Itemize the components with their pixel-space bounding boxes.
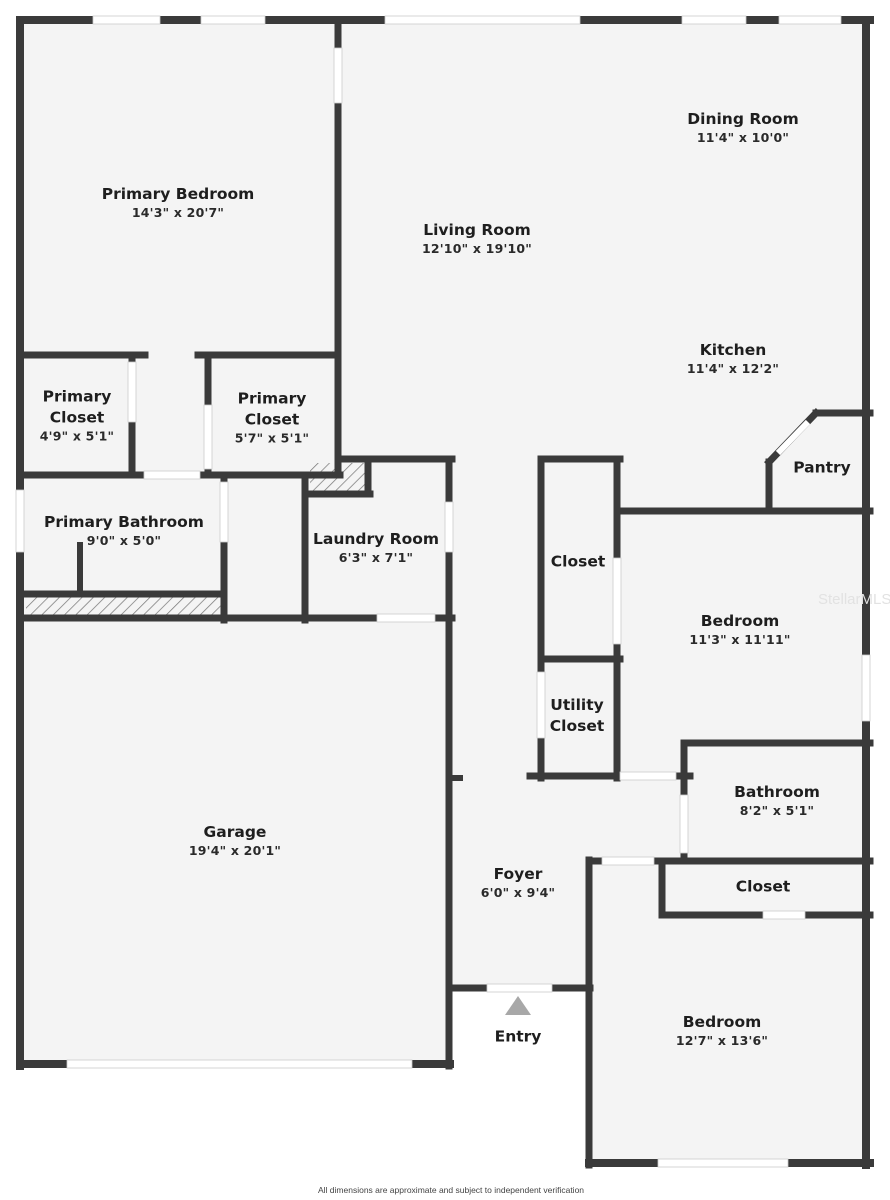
- room-dimensions: 11'3" x 11'11": [689, 632, 791, 647]
- room-name: Utility Closet: [549, 696, 605, 735]
- room-garage: Garage 19'4" x 20'1": [189, 822, 281, 858]
- room-bathroom: Bathroom 8'2" x 5'1": [734, 782, 820, 818]
- room-dining-room: Dining Room 11'4" x 10'0": [687, 109, 798, 145]
- room-dimensions: 6'0" x 9'4": [480, 885, 556, 900]
- room-name: Bedroom: [682, 1013, 762, 1031]
- room-dimensions: 6'3" x 7'1": [338, 550, 414, 565]
- room-name: Closet: [550, 552, 606, 571]
- room-name: Bedroom: [700, 612, 780, 630]
- room-primary-closet-2: Primary Closet 5'7" x 5'1": [232, 389, 312, 446]
- room-dimensions: 5'7" x 5'1": [234, 430, 310, 446]
- room-foyer: Foyer 6'0" x 9'4": [481, 864, 555, 900]
- room-bedroom-2: Bedroom 12'7" x 13'6": [676, 1012, 768, 1048]
- entry-label: Entry: [495, 1027, 542, 1048]
- room-name: Primary Closet: [42, 387, 112, 427]
- room-living-room: Living Room 12'10" x 19'10": [422, 220, 532, 256]
- watermark: StellarMLS: [818, 591, 890, 608]
- room-name: Bathroom: [734, 783, 820, 801]
- room-name: Foyer: [493, 865, 543, 883]
- room-utility-closet: Utility Closet: [547, 695, 607, 737]
- room-primary-bedroom: Primary Bedroom 14'3" x 20'7": [102, 184, 255, 220]
- room-dimensions: 11'4" x 10'0": [696, 130, 790, 145]
- room-name: Pantry: [793, 458, 851, 477]
- room-pantry: Pantry: [793, 458, 851, 479]
- room-name: Primary Bedroom: [101, 185, 255, 203]
- room-name: Primary Closet: [237, 389, 307, 429]
- disclaimer: All dimensions are approximate and subje…: [318, 1185, 585, 1195]
- room-dimensions: 8'2" x 5'1": [739, 803, 815, 818]
- room-dimensions: 9'0" x 5'0": [86, 533, 162, 548]
- room-primary-bathroom: Primary Bathroom 9'0" x 5'0": [44, 512, 204, 548]
- room-dimensions: 19'4" x 20'1": [188, 843, 282, 858]
- room-name: Living Room: [423, 221, 531, 239]
- room-bedroom-1: Bedroom 11'3" x 11'11": [689, 611, 790, 647]
- room-primary-closet-1: Primary Closet 4'9" x 5'1": [37, 387, 117, 444]
- hatch-bath: [26, 597, 221, 615]
- room-dimensions: 4'9" x 5'1": [39, 428, 115, 444]
- room-name: Laundry Room: [312, 530, 440, 548]
- room-laundry-room: Laundry Room 6'3" x 7'1": [313, 529, 439, 565]
- room-name: Closet: [735, 877, 791, 896]
- room-closet-2: Closet: [736, 877, 791, 898]
- room-name: Entry: [494, 1027, 542, 1046]
- floor-fills: [20, 20, 870, 1165]
- room-name: Kitchen: [699, 341, 767, 359]
- room-name: Primary Bathroom: [44, 513, 204, 531]
- room-dimensions: 11'4" x 12'2": [686, 361, 780, 376]
- room-dimensions: 12'7" x 13'6": [675, 1033, 769, 1048]
- room-dimensions: 14'3" x 20'7": [131, 205, 225, 220]
- entry-arrow-icon: [505, 996, 531, 1015]
- openings: [15, 15, 871, 1168]
- room-name: Dining Room: [687, 110, 799, 128]
- pantry-door: [775, 419, 811, 456]
- room-name: Garage: [203, 823, 267, 841]
- room-kitchen: Kitchen 11'4" x 12'2": [687, 340, 779, 376]
- room-dimensions: 12'10" x 19'10": [421, 241, 533, 256]
- room-closet-1: Closet: [551, 552, 606, 573]
